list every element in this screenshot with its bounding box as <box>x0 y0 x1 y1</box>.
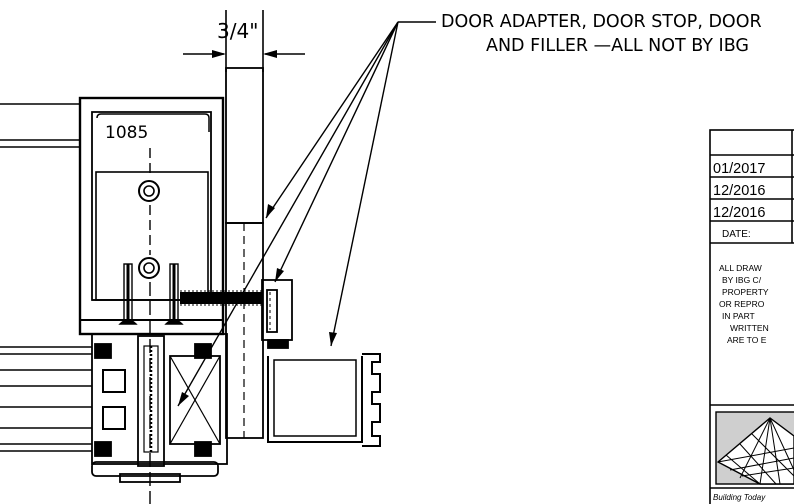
part-number-label: 1085 <box>105 123 148 143</box>
adjacent-wall-lines <box>0 103 80 148</box>
glazing-infill <box>0 346 126 452</box>
callout-annotation: DOOR ADAPTER, DOOR STOP, DOOR AND FILLER… <box>177 12 762 407</box>
leader-line <box>330 21 399 347</box>
notice-line: OR REPRO <box>719 299 765 309</box>
horizontal-fastener <box>180 290 262 306</box>
title-block: 01/2017 12/2016 12/2016 DATE: ALL DRAW B… <box>709 129 794 504</box>
dimension-label: 3/4" <box>217 19 258 43</box>
revision-date: 12/2016 <box>713 205 765 221</box>
glazing-pocket <box>91 333 228 483</box>
date-column-header: DATE: <box>722 229 751 240</box>
filler-strip <box>225 67 264 439</box>
notice-line: ALL DRAW <box>719 263 762 273</box>
callout-line-2: AND FILLER —ALL NOT BY IBG <box>486 36 749 56</box>
notice-line: BY IBG C/ <box>722 275 762 285</box>
leader-line <box>265 21 399 219</box>
callout-line-1: DOOR ADAPTER, DOOR STOP, DOOR <box>441 12 762 32</box>
notice-line: PROPERTY <box>722 287 769 297</box>
leader-line <box>177 21 399 407</box>
notice-line: ARE TO E <box>727 335 767 345</box>
company-tagline: Building Today <box>713 493 766 502</box>
ibg-pyramid-logo-icon <box>715 411 794 485</box>
revision-date: 01/2017 <box>713 161 765 177</box>
dimension-annotation: 3/4" <box>183 10 305 72</box>
leader-line <box>274 21 399 283</box>
notice-line: WRITTEN <box>730 323 769 333</box>
revision-date: 12/2016 <box>713 183 765 199</box>
door-stile <box>267 353 381 447</box>
notice-line: IN PART <box>722 311 755 321</box>
door-adapter <box>261 279 293 349</box>
screw-icon <box>118 263 184 325</box>
